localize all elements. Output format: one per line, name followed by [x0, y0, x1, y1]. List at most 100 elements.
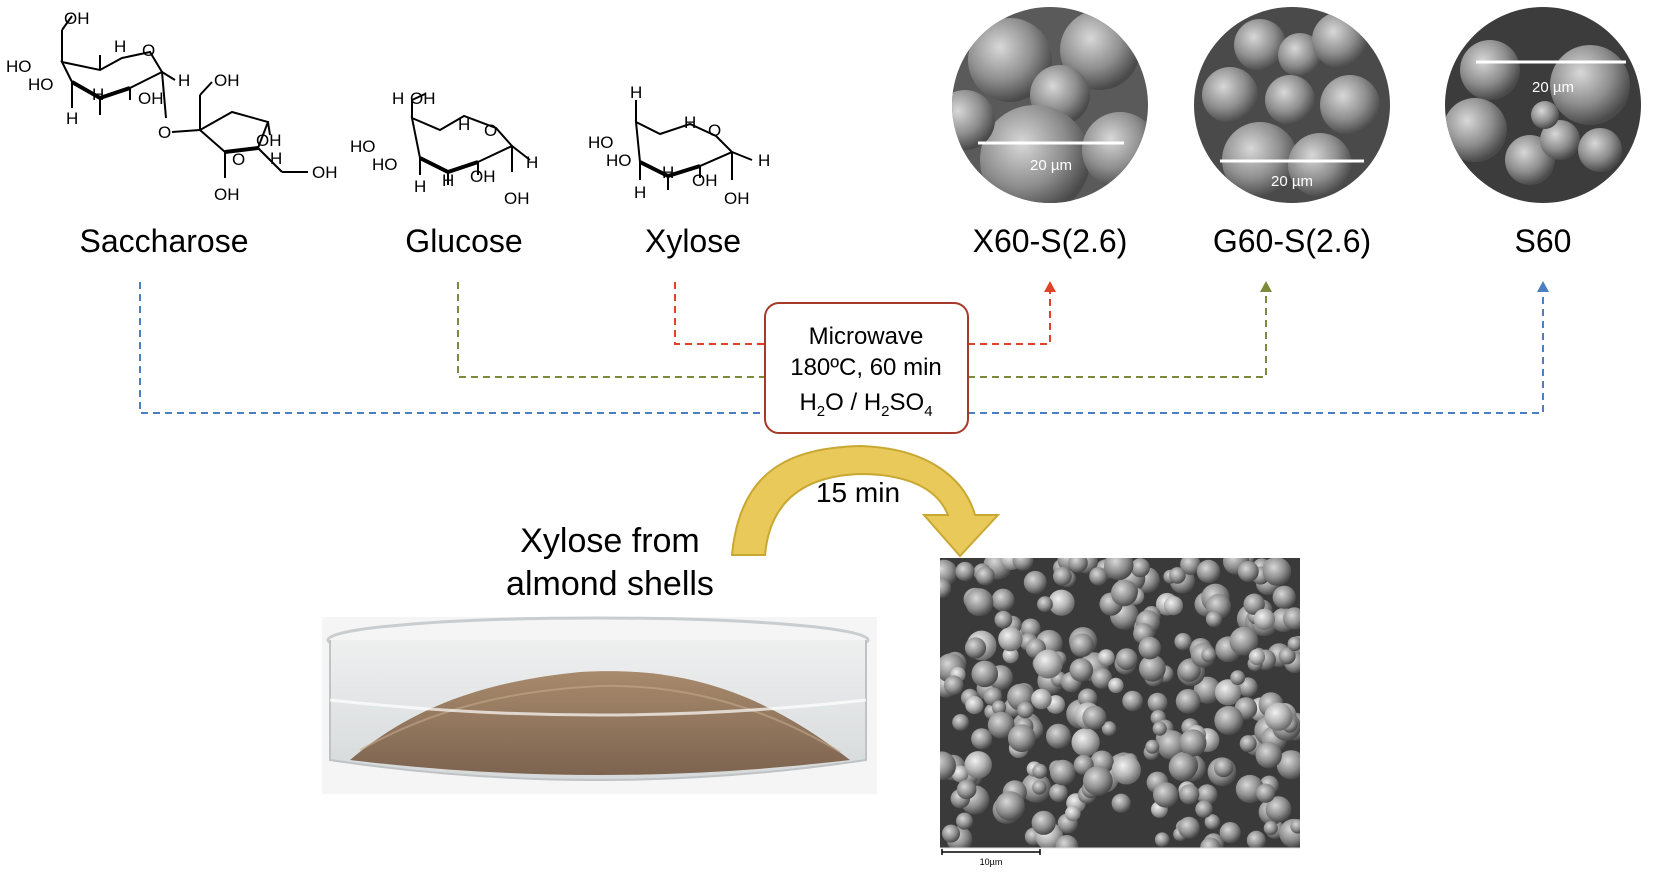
- sem-particle: [951, 765, 969, 783]
- sem-particle: [1111, 755, 1141, 785]
- sem-particle: [1200, 837, 1221, 848]
- scale-bar-label: 20 µm: [1532, 79, 1574, 96]
- sem-particle: [1287, 636, 1300, 652]
- glucose-label: Glucose: [405, 223, 522, 259]
- sem-particle: [1138, 636, 1162, 660]
- sem-particle: [1169, 567, 1186, 584]
- xylose-connector: [674, 282, 1051, 345]
- sem-particle: [1049, 783, 1068, 803]
- sem-particle: [942, 824, 960, 843]
- sem-particle: [1012, 558, 1034, 571]
- arrowhead-s60: [1537, 281, 1549, 292]
- sem-particle: [1213, 757, 1234, 778]
- atom-label: HO: [6, 57, 32, 76]
- sem-particle: [1130, 558, 1150, 578]
- sem-particle: [1174, 633, 1192, 651]
- sem-particle: [1145, 739, 1160, 754]
- sem-particle: [1097, 649, 1115, 667]
- sem-particle: [1078, 688, 1098, 708]
- sem-particle: [1111, 793, 1131, 813]
- reaction-line2: 180ºC, 60 min: [790, 354, 942, 381]
- sem-particle: [1179, 784, 1200, 805]
- sem-particle: [952, 714, 969, 731]
- atom-label: HO: [28, 75, 54, 94]
- sem-particle: [1068, 558, 1088, 573]
- sem-particle: [1050, 759, 1076, 786]
- atom-label: O: [708, 121, 721, 140]
- s60-label: S60: [1515, 223, 1572, 259]
- atom-label: H: [630, 83, 642, 102]
- sem-particle: [1069, 658, 1094, 682]
- source-label-line2: almond shells: [506, 565, 714, 603]
- arrowhead-g60: [1260, 281, 1272, 292]
- sem-particle: [1246, 830, 1266, 848]
- sem-particle: [1156, 730, 1187, 760]
- sem-particle: [1070, 633, 1094, 658]
- atom-label: O: [232, 150, 245, 169]
- atom-label: O: [484, 121, 497, 140]
- sem-xylose-almond-image: 10µm: [940, 558, 1300, 867]
- atom-label: OH: [504, 189, 530, 208]
- sem-particle: [1017, 701, 1034, 719]
- sem-particle: [1037, 596, 1053, 613]
- sem-particle: [1219, 822, 1241, 844]
- sem-particle: [971, 660, 999, 688]
- atom-label: HO: [588, 133, 614, 152]
- atom-label: HO: [350, 137, 376, 156]
- atom-label: O: [142, 41, 155, 60]
- sem-particle: [1265, 796, 1292, 823]
- sem-particle: [964, 751, 992, 779]
- sem-particle: [1007, 724, 1036, 753]
- reaction-conditions-box: Microwave 180ºC, 60 min H2O / H2SO4: [764, 302, 969, 434]
- sem-particle: [1101, 721, 1117, 736]
- scale-bar-label: 20 µm: [1030, 157, 1072, 174]
- sem-particle: [1263, 821, 1278, 836]
- sem-particle: [975, 566, 995, 586]
- sem-particle: [943, 675, 964, 696]
- fast-route-time: 15 min: [816, 477, 900, 508]
- sem-particle: [1272, 585, 1296, 609]
- sem-particle: [994, 610, 1013, 629]
- atom-label: H: [114, 37, 126, 56]
- saccharose-label: Saccharose: [80, 223, 249, 259]
- sem-particle: [1214, 705, 1244, 735]
- sem-particle: [1248, 648, 1266, 666]
- sem-particle: [965, 588, 994, 617]
- glucose-atoms: H OH HO HO H O H H OH H OH: [350, 89, 538, 208]
- scale-bar-label: 20 µm: [1271, 173, 1313, 190]
- sem-x60-image: 20 µm: [952, 7, 1148, 203]
- x60-label: X60-S(2.6): [973, 223, 1128, 259]
- sem-particle: [1229, 626, 1259, 656]
- glucose-structure: [410, 93, 531, 185]
- sem-scale-label: 10µm: [980, 857, 1003, 867]
- sem-particle: [1214, 679, 1242, 706]
- saccharose-structure: [60, 15, 308, 178]
- sem-particle: [1204, 814, 1221, 830]
- sem-g60-image: 20 µm: [1194, 7, 1390, 203]
- sem-particle: [995, 791, 1025, 821]
- atom-label: H: [634, 183, 646, 202]
- sem-particle: [1104, 558, 1134, 581]
- atom-label: OH: [410, 89, 436, 108]
- sem-particle: [1108, 677, 1124, 694]
- sem-particle: [1083, 766, 1113, 796]
- atom-label: OH: [256, 131, 282, 150]
- sem-particle: [1153, 782, 1179, 808]
- sem-particle: [1264, 702, 1293, 731]
- arrowhead-x60: [1044, 281, 1056, 292]
- sem-particle: [1020, 618, 1041, 639]
- sem-particle: [1023, 570, 1047, 594]
- sem-particle: [1053, 566, 1072, 586]
- sem-particle: [1032, 780, 1047, 795]
- sem-particle: [1168, 752, 1198, 782]
- sem-particle: [940, 751, 956, 781]
- sem-particle: [1163, 596, 1183, 616]
- sem-particle: [1032, 763, 1048, 779]
- sem-particle: [956, 779, 977, 800]
- sem-s60-image: 20 µm: [1445, 7, 1641, 203]
- sem-particle: [1178, 659, 1201, 682]
- atom-label: H: [270, 149, 282, 168]
- sem-particle: [1031, 810, 1056, 835]
- atom-label: OH: [64, 9, 90, 28]
- atom-label: H: [458, 115, 470, 134]
